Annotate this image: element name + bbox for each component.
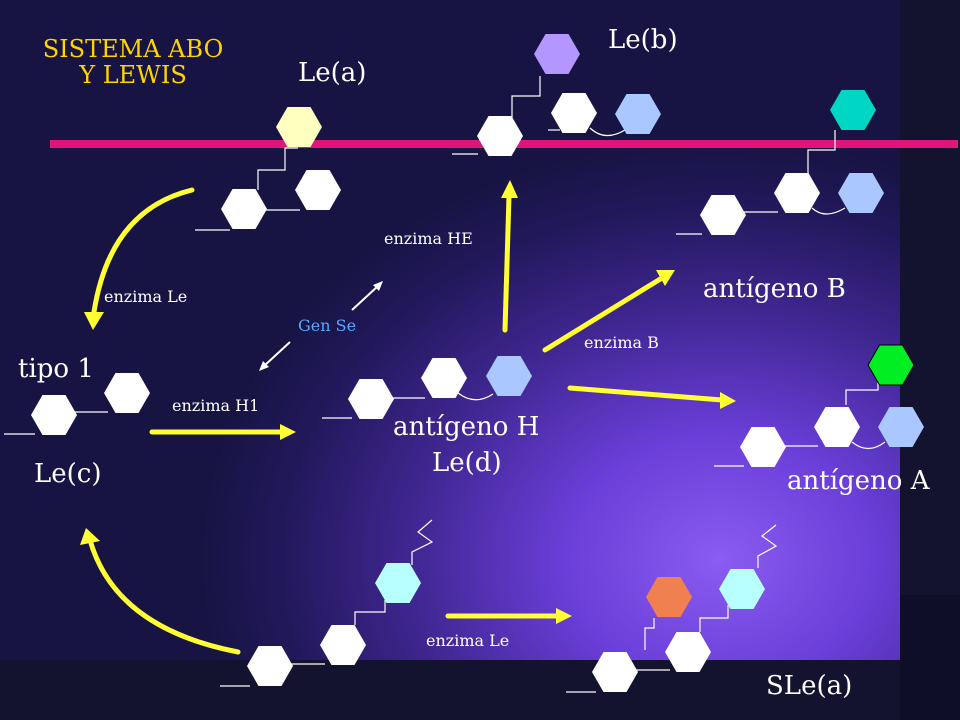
corner-border-band <box>900 595 960 720</box>
hexagon-le-b-2 <box>551 93 597 133</box>
hexagon-sle-a-3 <box>719 569 765 609</box>
label-le-a: Le(a) <box>298 58 367 88</box>
hexagon-sle-a-fucose <box>646 577 692 617</box>
label-enzima-he: enzima HE <box>384 229 473 248</box>
hexagon-le-a-1 <box>221 189 267 229</box>
label-antigen-h: antígeno H <box>393 412 540 442</box>
arrowhead-enzima-he <box>501 180 518 198</box>
title-line-2: Y LEWIS <box>79 61 187 89</box>
hexagon-le-b-1 <box>477 116 523 156</box>
structure-antigen-a <box>714 382 886 467</box>
hexagon-sle-a-2 <box>665 632 711 672</box>
structure-sle-a <box>566 524 778 693</box>
hexagon-antigen-h-fucose <box>486 356 532 396</box>
hexagon-tipo-1-1 <box>31 395 77 435</box>
structure-antigen-h <box>322 392 494 419</box>
hexagon-le-a-2 <box>295 170 341 210</box>
hexagon-bottom-left-2 <box>320 625 366 665</box>
label-le-c: Le(c) <box>34 459 102 489</box>
bottom-border-band <box>0 660 900 720</box>
structure-tipo-1 <box>4 411 108 435</box>
arrow-enzima-he <box>502 193 512 333</box>
label-enzima-h1: enzima H1 <box>172 396 260 415</box>
hexagon-antigen-h-1 <box>348 379 394 419</box>
label-gen-se: Gen Se <box>298 316 357 335</box>
arrowhead-enzima-le-bottom <box>556 608 572 624</box>
hexagon-antigen-a-3 <box>878 407 924 447</box>
hexagon-antigen-b-2 <box>774 173 820 213</box>
label-le-b: Le(b) <box>608 25 678 55</box>
arrowhead-gen-se-up <box>373 281 383 291</box>
arrow-enzima-b <box>542 275 665 353</box>
arrow-enzima-le-top <box>91 187 195 315</box>
structure-le-b <box>452 76 626 155</box>
arrowhead-enzima-h1 <box>280 424 296 440</box>
hexagon-bottom-left-3 <box>375 563 421 603</box>
structure-bottom-left <box>220 519 434 687</box>
hexagon-antigen-b-3 <box>838 173 884 213</box>
arrow-enzima-le-bottom-left <box>87 537 241 655</box>
structure-le-a <box>195 147 300 231</box>
hexagon-antigen-a-2 <box>814 407 860 447</box>
hexagon-le-b-fucose <box>534 34 580 74</box>
hexagon-tipo-1-2 <box>104 373 150 413</box>
label-tipo-1: tipo 1 <box>18 354 94 384</box>
hexagon-antigen-b-galactose <box>830 90 876 130</box>
arrowhead-to-antigen-a <box>720 392 736 409</box>
arrowhead-enzima-b <box>656 270 675 286</box>
label-antigen-b: antígeno B <box>703 274 846 304</box>
label-enzima-le-bottom: enzima Le <box>426 631 510 650</box>
hexagon-antigen-b-1 <box>700 195 746 235</box>
title-line-1: SISTEMA ABO <box>42 35 224 63</box>
hexagon-antigen-a-1 <box>740 427 786 467</box>
arrowhead-enzima-le-top <box>84 312 104 330</box>
hexagon-le-a-fucose <box>276 107 322 147</box>
arrowhead-gen-se-down <box>259 361 269 371</box>
hexagon-antigen-h-2 <box>421 358 467 398</box>
label-sle-a: SLe(a) <box>766 671 853 701</box>
structure-antigen-b <box>676 130 846 235</box>
hexagon-sle-a-1 <box>592 652 638 692</box>
label-enzima-b: enzima B <box>584 333 659 352</box>
arrowhead-enzima-le-bottom-left <box>80 528 100 545</box>
hexagon-le-b-3 <box>615 94 661 134</box>
arrow-gen-se-up <box>351 285 379 311</box>
hexagon-antigen-a-galnac <box>867 344 915 386</box>
hexagon-bottom-left-1 <box>247 646 293 686</box>
page-title: SISTEMA ABO Y LEWIS <box>18 36 248 88</box>
label-le-d: Le(d) <box>432 448 502 478</box>
arrow-to-antigen-a <box>567 385 725 403</box>
arrow-gen-se-down <box>263 341 291 367</box>
label-enzima-le-top: enzima Le <box>104 287 188 306</box>
label-antigen-a: antígeno A <box>787 466 930 496</box>
